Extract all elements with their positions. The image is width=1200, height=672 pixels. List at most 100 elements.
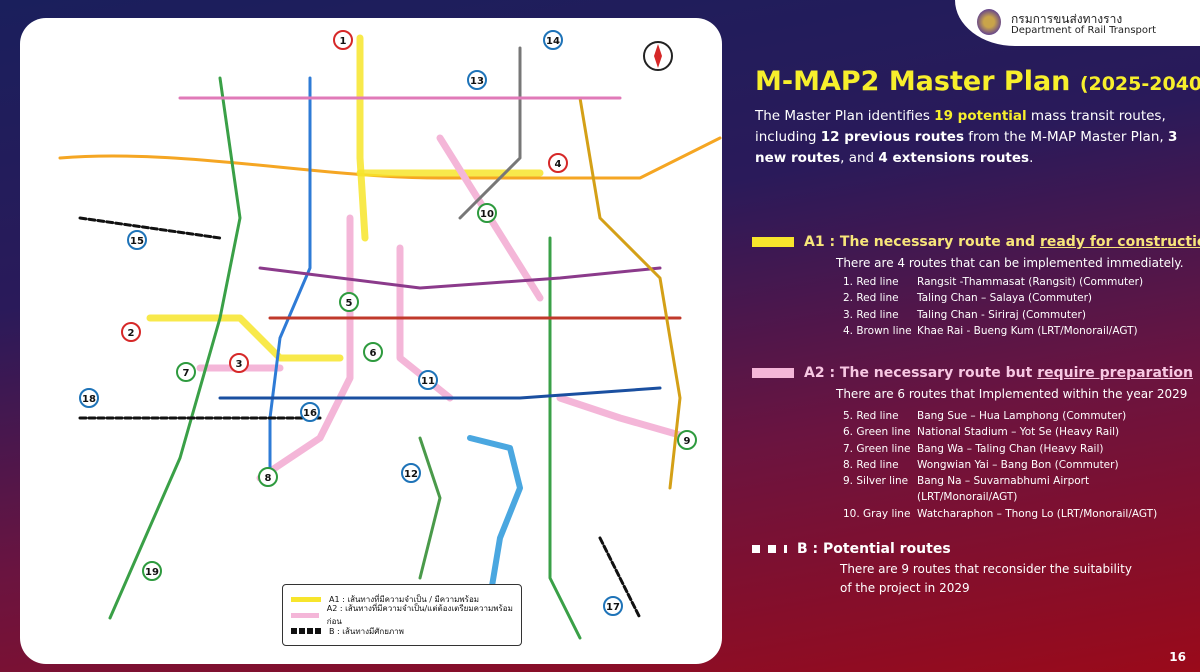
intro-b4: 4 extensions routes — [878, 150, 1030, 166]
intro-b3: 3 new routes — [755, 129, 1178, 166]
legend-a2: A2 : เส้นทางที่มีความจำเป็น/แต่ต้องเตรีย… — [326, 604, 513, 626]
intro-t3: from the M-MAP Master Plan, — [963, 129, 1168, 145]
route-marker-number: 12 — [404, 469, 418, 480]
route-marker: 1 — [333, 30, 353, 50]
route-line-name: 8. Red line — [843, 458, 899, 471]
category-a1: A1 : The necessary route and ready for c… — [752, 234, 1200, 250]
route-marker: 15 — [127, 230, 147, 250]
legend-swatch-a2 — [291, 612, 319, 618]
route-marker: 6 — [363, 342, 383, 362]
route-marker: 19 — [142, 561, 162, 581]
a1-swatch — [752, 237, 794, 247]
route-item: 4. Brown line Khae Rai - Bueng Kum (LRT/M… — [843, 323, 1143, 339]
route-marker: 13 — [467, 70, 487, 90]
route-marker: 17 — [603, 596, 623, 616]
a1-label: A1 : The necessary route and — [804, 234, 1040, 250]
b-label: B : Potential routes — [797, 541, 951, 557]
route-line-a1 — [356, 34, 369, 242]
intro-t4: , and — [840, 150, 879, 166]
route-line-b — [598, 536, 642, 620]
route-line — [108, 76, 242, 620]
route-marker-circle — [477, 203, 497, 223]
intro-t2: mass transit routes, including — [755, 108, 1166, 145]
route-marker: 7 — [176, 362, 196, 382]
route-line — [58, 136, 722, 180]
route-description: (LRT/Monorail/AGT) — [917, 491, 1018, 504]
route-marker-number: 4 — [555, 159, 562, 170]
route-marker: 9 — [677, 430, 697, 450]
page-number: 16 — [1169, 650, 1186, 664]
b-subtitle-1: There are 9 routes that reconsider the s… — [840, 562, 1132, 576]
route-line-name: 4. Brown line — [843, 324, 912, 337]
route-line-b — [78, 216, 222, 240]
route-marker-circle — [401, 463, 421, 483]
route-marker: 2 — [121, 322, 141, 342]
route-marker-circle — [176, 362, 196, 382]
route-marker-circle — [258, 467, 278, 487]
legend-swatch-a1 — [291, 596, 321, 602]
route-marker-circle — [543, 30, 563, 50]
route-description: Bang Wa – Taling Chan (Heavy Rail) — [917, 442, 1104, 455]
route-description: Bang Sue – Hua Lamphong (Commuter) — [917, 410, 1127, 422]
route-line — [467, 435, 523, 601]
route-line-name: 2. Red line — [843, 292, 899, 305]
route-marker-circle — [300, 402, 320, 422]
route-line-name: 6. Green line — [843, 426, 911, 439]
route-marker-circle — [418, 370, 438, 390]
intro-t1: The Master Plan identifies — [755, 108, 935, 124]
route-marker-number: 7 — [183, 368, 190, 379]
route-line — [268, 76, 312, 480]
title-main: M-MAP2 Master Plan — [755, 66, 1071, 97]
intro-text: The Master Plan identifies 19 potential … — [755, 106, 1195, 169]
compass-needle-icon — [654, 44, 662, 68]
route-line-name: 9. Silver line — [843, 475, 909, 488]
map-legend: A1 : เส้นทางที่มีความจำเป็น / มีความพร้อ… — [282, 584, 522, 646]
route-item: (LRT/Monorail/AGT) — [843, 489, 1157, 505]
route-marker-circle — [467, 70, 487, 90]
route-marker: 3 — [229, 353, 249, 373]
title-years: (2025-2040) — [1079, 73, 1200, 95]
header-logo: กรมการขนส่งทางราง Department of Rail Tra… — [955, 0, 1200, 46]
org-name-english: Department of Rail Transport — [1011, 25, 1157, 36]
route-marker-number: 6 — [370, 348, 377, 359]
legend-swatch-b — [291, 628, 321, 634]
route-marker-circle — [548, 153, 568, 173]
route-marker-number: 16 — [303, 408, 317, 419]
a2-label: A2 : The necessary route but — [804, 365, 1038, 381]
route-marker-circle — [229, 353, 249, 373]
category-a2: A2 : The necessary route but require pre… — [752, 365, 1193, 381]
route-line-a2 — [556, 394, 694, 442]
route-line-name — [843, 489, 917, 505]
route-marker-number: 2 — [128, 328, 135, 339]
route-marker-number: 5 — [346, 298, 353, 309]
route-marker-number: 15 — [130, 236, 144, 247]
route-marker-circle — [333, 30, 353, 50]
route-marker-number: 14 — [546, 36, 560, 47]
route-line-name: 1. Red line — [843, 276, 899, 288]
route-description: Bang Na – Suvarnabhumi Airport — [917, 475, 1090, 488]
route-marker-circle — [603, 596, 623, 616]
route-description: Khae Rai - Bueng Kum (LRT/Monorail/AGT) — [917, 324, 1138, 337]
a2-subtitle: There are 6 routes that Implemented with… — [836, 387, 1188, 401]
route-description: Watcharaphon – Thong Lo (LRT/Monorail/AG… — [917, 507, 1158, 520]
route-item: 9. Silver line Bang Na – Suvarnabhumi Air… — [843, 473, 1157, 489]
intro-b2: 12 previous routes — [820, 129, 964, 145]
route-marker-circle — [363, 342, 383, 362]
route-marker: 5 — [339, 292, 359, 312]
route-marker-number: 3 — [236, 359, 243, 370]
route-description: National Stadium – Yot Se (Heavy Rail) — [917, 426, 1120, 439]
department-seal-icon — [977, 9, 1001, 35]
route-line — [548, 236, 582, 640]
route-marker-circle — [339, 292, 359, 312]
a2-label-underlined: require preparation — [1037, 365, 1193, 381]
route-marker-number: 8 — [265, 473, 272, 484]
route-marker: 16 — [300, 402, 320, 422]
